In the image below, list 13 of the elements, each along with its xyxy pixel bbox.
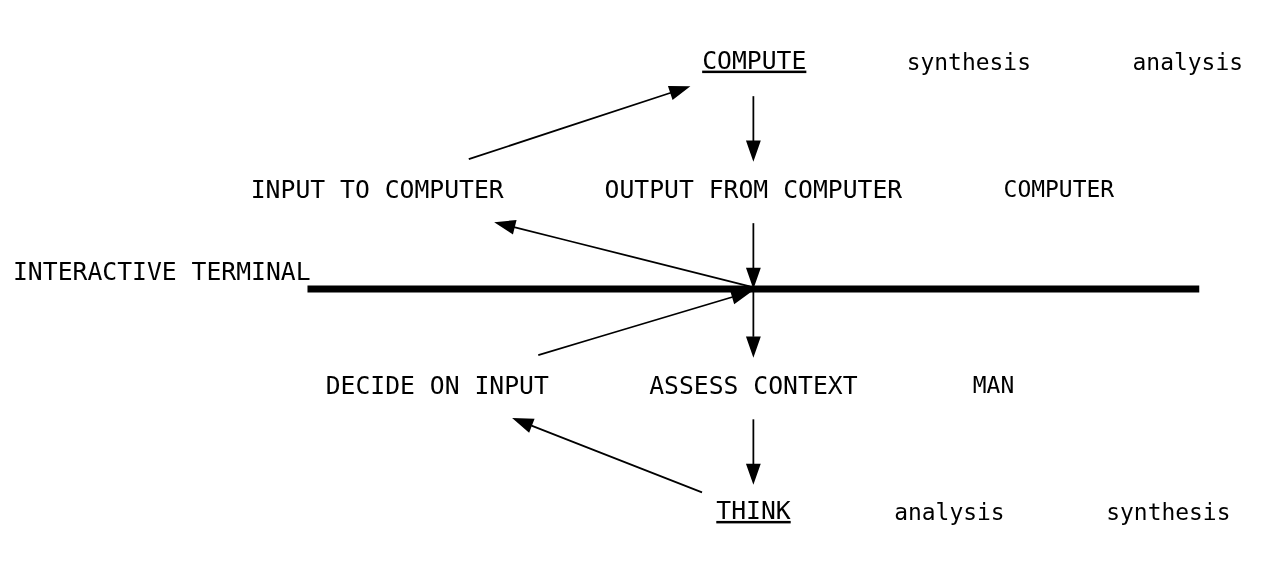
- node-text: DECIDE ON INPUT: [325, 370, 549, 400]
- label: MAN: [972, 371, 1015, 398]
- node-text: COMPUTE: [702, 45, 807, 75]
- label: synthesis: [1106, 498, 1231, 525]
- node-text: INPUT TO COMPUTER: [250, 174, 504, 204]
- label: analysis: [894, 498, 1005, 525]
- label: COMPUTER: [1003, 175, 1115, 202]
- node-label: INTERACTIVE TERMINAL: [12, 256, 311, 286]
- node-text: OUTPUT FROM COMPUTER: [604, 174, 903, 204]
- node-text: THINK: [716, 495, 791, 525]
- label: analysis: [1132, 48, 1244, 75]
- node-text: ASSESS CONTEXT: [649, 370, 858, 400]
- label: synthesis: [906, 48, 1031, 75]
